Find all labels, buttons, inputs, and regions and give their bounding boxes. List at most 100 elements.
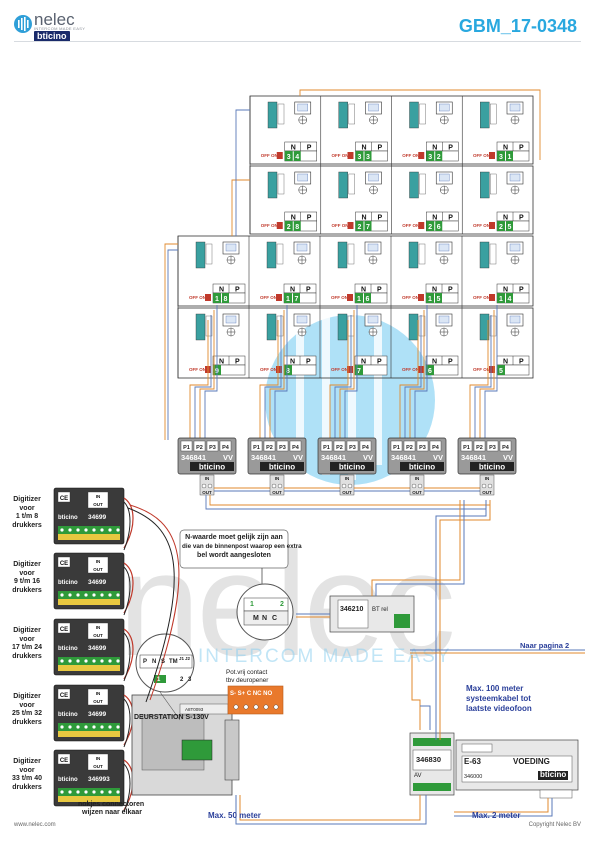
brand-sub: bticino bbox=[34, 31, 70, 42]
nokjes-line-1: nokjes connectoren bbox=[78, 801, 145, 808]
terminal-screw bbox=[92, 725, 96, 729]
port-box bbox=[320, 440, 333, 452]
n-label: N bbox=[432, 215, 437, 222]
watermark-bar bbox=[296, 330, 304, 460]
deur-num-3: 3 bbox=[188, 677, 192, 683]
n-value-line-3: bel wordt aangesloten bbox=[197, 552, 271, 559]
switch-label: OFF ON bbox=[473, 295, 490, 300]
in-label: IN bbox=[275, 476, 280, 481]
brand-plate bbox=[260, 462, 304, 471]
terminal-strip bbox=[419, 173, 426, 195]
av-terminal-top bbox=[413, 738, 451, 746]
p-value-box bbox=[293, 221, 301, 231]
in-out-block bbox=[479, 474, 495, 496]
terminal-screw bbox=[84, 659, 88, 663]
n-value: 3 bbox=[287, 154, 291, 161]
av-code: 346830 bbox=[416, 755, 442, 764]
p-label: P bbox=[378, 145, 383, 152]
terminal-screw bbox=[84, 790, 88, 794]
terminal-screw bbox=[116, 593, 120, 597]
run-av-psu bbox=[454, 798, 549, 813]
ribbon-cable bbox=[123, 632, 131, 682]
switch-icon bbox=[205, 294, 211, 301]
footer-site: www.nelec.com bbox=[14, 822, 56, 828]
riser-orange bbox=[439, 500, 491, 740]
terminal-screw bbox=[60, 790, 64, 794]
outer-wire bbox=[164, 243, 178, 440]
terminal-screw bbox=[116, 528, 120, 532]
terminal-screw bbox=[487, 483, 493, 489]
switch-icon bbox=[276, 294, 282, 301]
n-value-box bbox=[426, 221, 435, 231]
terminal-strip bbox=[418, 243, 426, 265]
port-label: P1 bbox=[323, 445, 330, 451]
monitor-wire bbox=[484, 305, 498, 440]
switch-label: OFF ON bbox=[332, 223, 349, 228]
digitizer-label-line: 1 t/m 8 bbox=[15, 513, 39, 520]
deur-num-2: 2 bbox=[180, 677, 184, 683]
n-value-box bbox=[284, 365, 292, 375]
switch-label: OFF ON bbox=[473, 367, 490, 372]
port-box bbox=[403, 440, 416, 452]
terminal-screw bbox=[116, 725, 120, 729]
terminal-strip bbox=[348, 103, 355, 125]
digitizer-label-line: voor bbox=[19, 635, 35, 643]
p-label: P bbox=[448, 287, 453, 294]
port-label: P4 bbox=[502, 445, 510, 451]
terminal-screw bbox=[417, 483, 423, 489]
digitizer-label-line: drukkers bbox=[12, 652, 42, 660]
port-label: P2 bbox=[336, 445, 343, 451]
p-label: P bbox=[448, 215, 453, 222]
terminal-screw bbox=[76, 593, 80, 597]
p-value: 6 bbox=[437, 224, 441, 231]
door-zoom-terminal-strip bbox=[139, 654, 193, 669]
terminal-row bbox=[58, 788, 120, 796]
terminal-strip bbox=[347, 243, 355, 265]
in-out-plate bbox=[87, 556, 109, 574]
terminal-strip bbox=[277, 173, 285, 195]
digitizer-label-line: voor bbox=[19, 701, 35, 709]
terminal-block bbox=[480, 101, 490, 129]
terminal-screw bbox=[76, 725, 80, 729]
n-value-line-2: die van de binnenpost waarop een extra bbox=[182, 543, 302, 550]
ce-mark: CE bbox=[60, 561, 68, 567]
nelec-logo bbox=[14, 12, 32, 38]
terminal-screw bbox=[347, 483, 353, 489]
screen-panel bbox=[367, 243, 379, 252]
p-value: 5 bbox=[437, 296, 441, 303]
pot-vrij-line-2: tbv deuropener bbox=[226, 677, 269, 684]
n-label: N bbox=[503, 287, 508, 294]
in-out-block bbox=[269, 474, 285, 496]
digitizer-label-line: Digitizer bbox=[13, 693, 41, 700]
terminal-screw bbox=[76, 528, 80, 532]
in-out-plate bbox=[87, 688, 109, 706]
screen-panel bbox=[509, 315, 521, 324]
port-label: P1 bbox=[393, 445, 400, 451]
out-label: OUT bbox=[93, 699, 103, 704]
monitor-wire bbox=[199, 310, 215, 440]
p-value-box bbox=[364, 221, 372, 231]
ribbon-cable bbox=[123, 501, 131, 551]
monitor-wire bbox=[414, 305, 428, 440]
bell-terminal-n: N bbox=[262, 615, 268, 622]
psu-terminals-bottom bbox=[539, 789, 573, 799]
terminal-block bbox=[267, 171, 278, 199]
outer-wire bbox=[231, 179, 250, 236]
digitizer-code: 34699 bbox=[88, 645, 106, 652]
digitizer-code: 34699 bbox=[88, 711, 106, 718]
deur-term-j2: J2 bbox=[185, 656, 191, 661]
n-label: N bbox=[432, 287, 437, 294]
terminal-screw bbox=[207, 483, 213, 489]
contact-terminals: S- S+ C NC NO bbox=[230, 691, 273, 697]
port-label: P3 bbox=[279, 445, 286, 451]
switch-icon bbox=[489, 222, 495, 229]
door-station-connector bbox=[181, 739, 213, 761]
port-label: P4 bbox=[222, 445, 230, 451]
in-out-plate bbox=[87, 622, 109, 640]
terminal-screw bbox=[108, 725, 112, 729]
port-label: P1 bbox=[183, 445, 190, 451]
